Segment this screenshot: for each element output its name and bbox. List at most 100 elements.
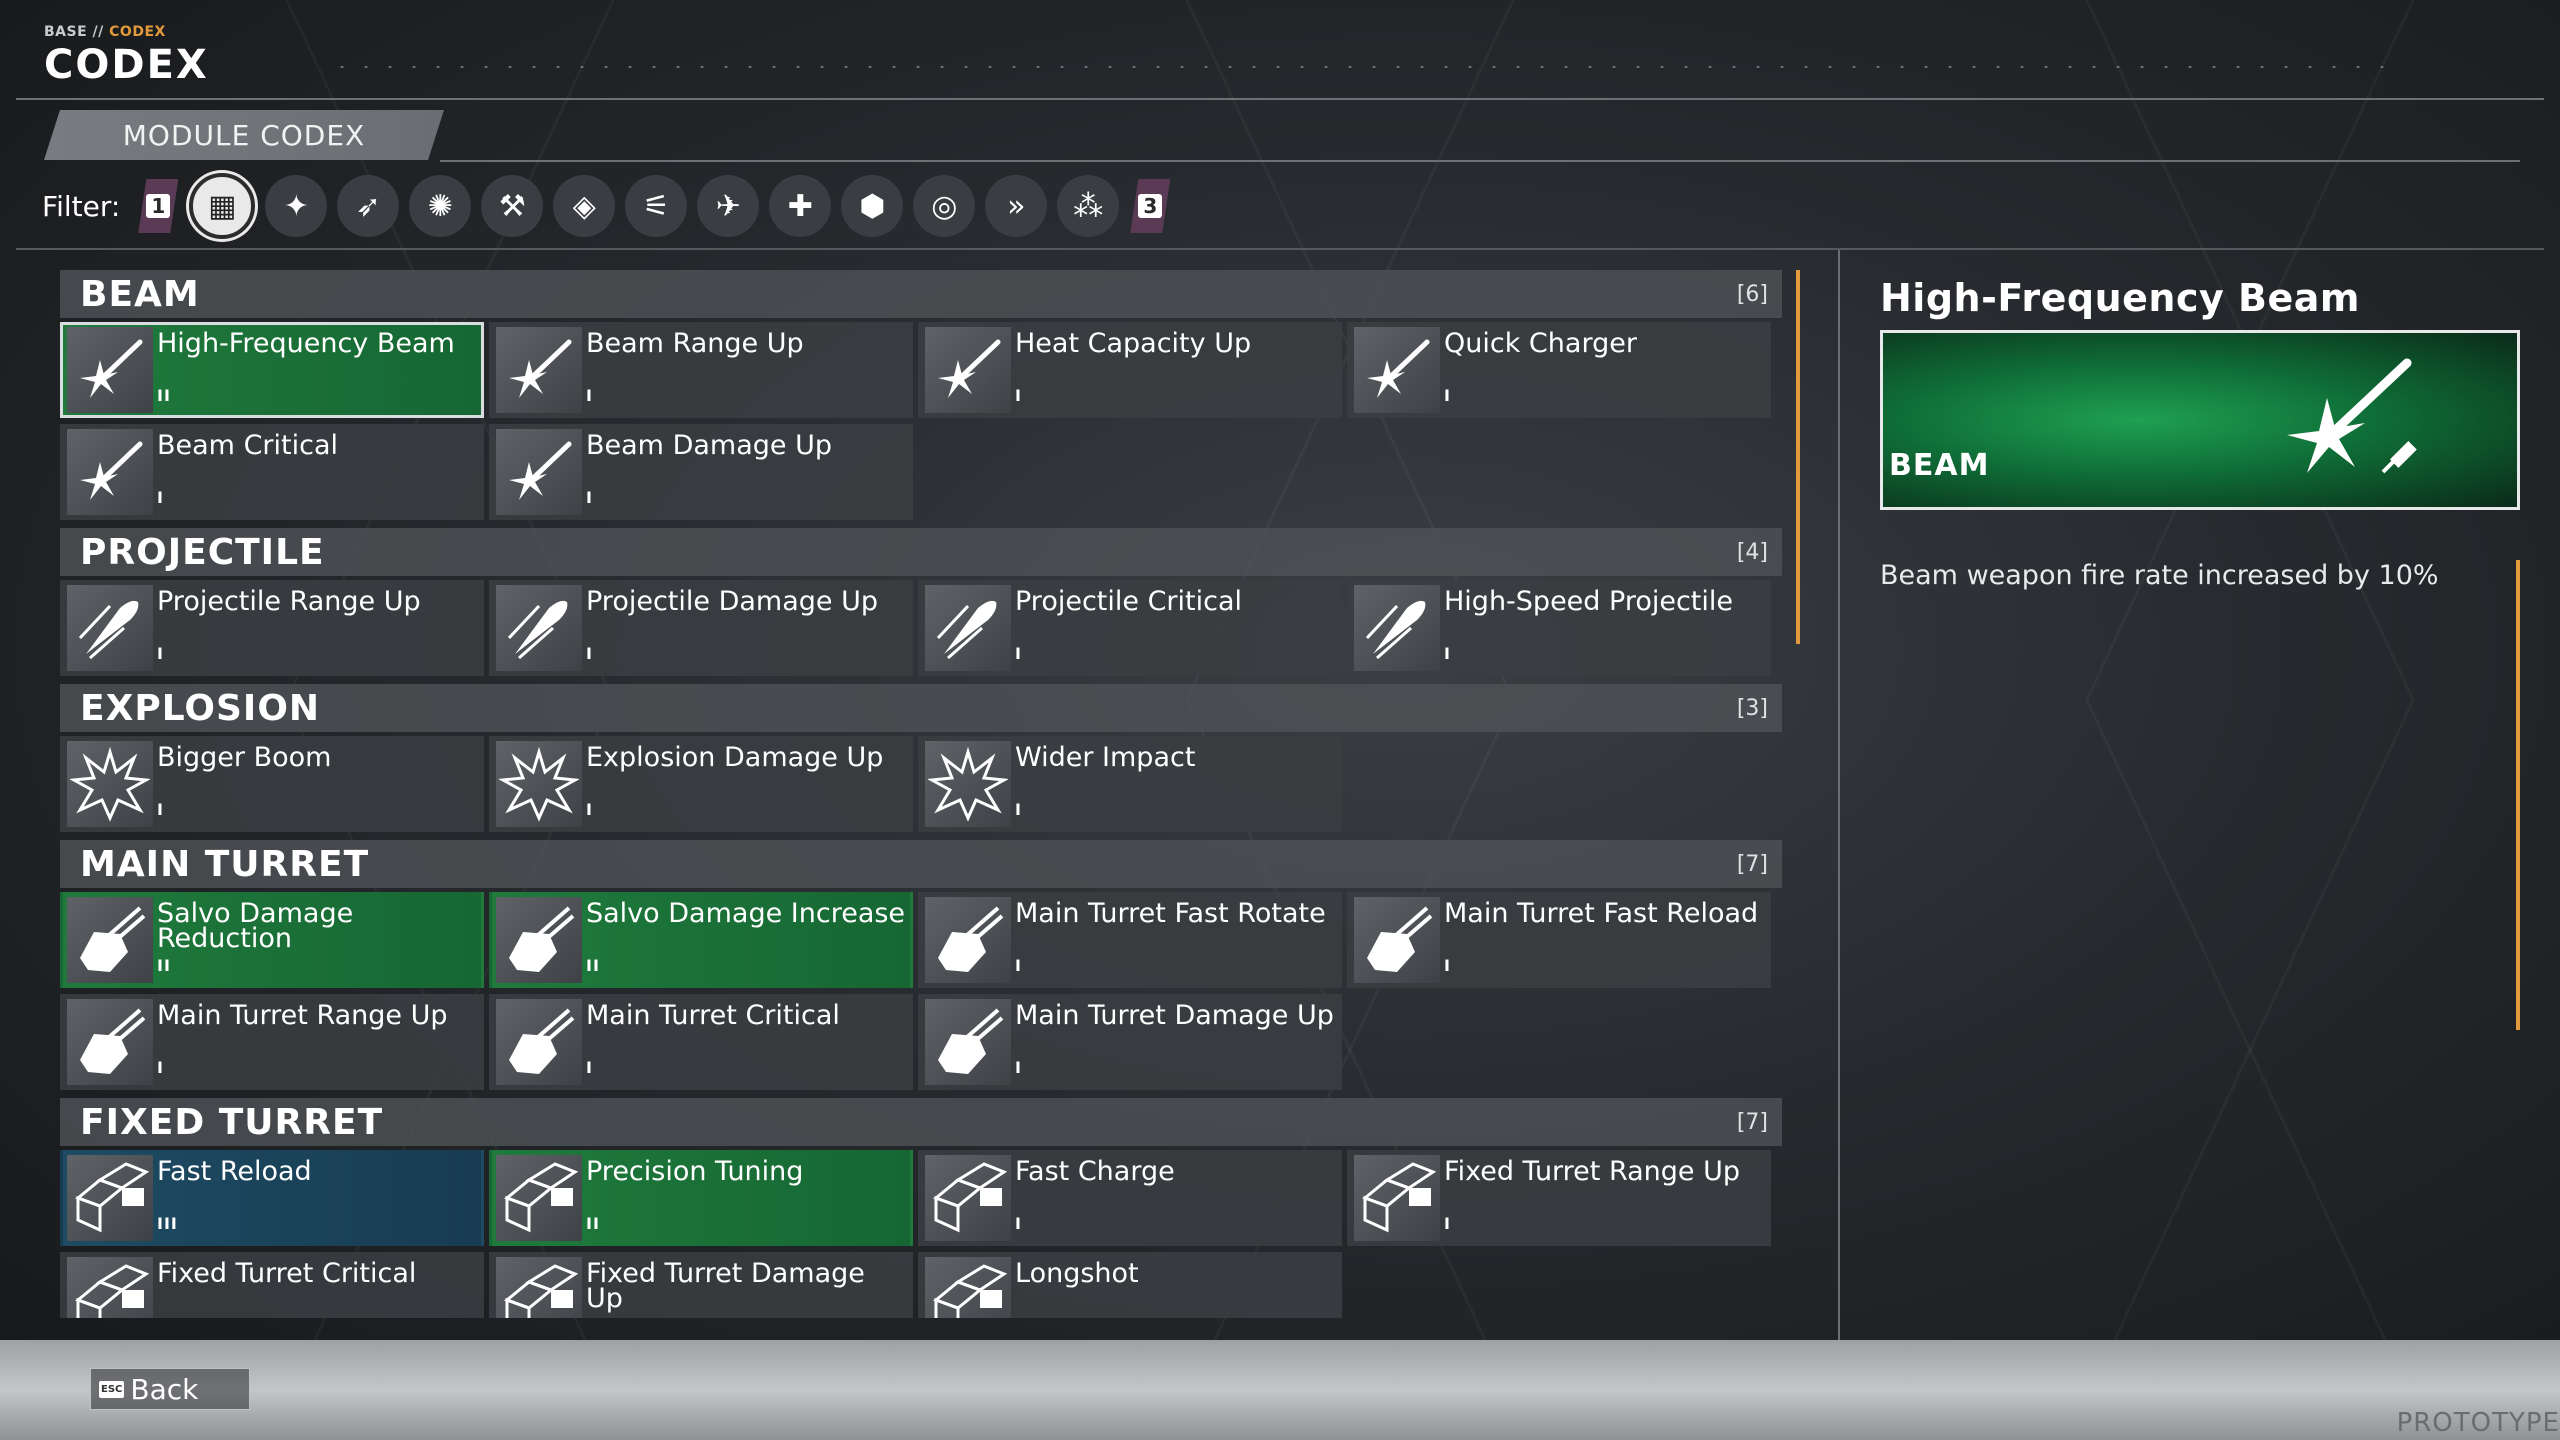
repair-icon: ✚ <box>787 188 813 224</box>
section-header-fixed-turret: FIXED TURRET[7] <box>60 1098 1782 1146</box>
filter-all-button[interactable]: ▦ <box>189 173 256 239</box>
section-header-main-turret: MAIN TURRET[7] <box>60 840 1782 888</box>
filter-missile-button[interactable]: ⚟ <box>625 175 688 237</box>
filter-projectile-button[interactable]: ➶ <box>337 175 400 237</box>
module-tier: II <box>157 956 171 975</box>
section-header-beam: BEAM[6] <box>60 270 1782 318</box>
projectile-icon: ➶ <box>355 188 381 224</box>
filter-utility-button[interactable]: ⁂ <box>1057 175 1120 237</box>
fixed-turret-icon <box>67 1155 153 1241</box>
filter-shield-button[interactable]: ⬢ <box>841 175 904 237</box>
beam-icon: ✦ <box>283 188 309 224</box>
filter-radar-button[interactable]: ◎ <box>913 175 976 237</box>
module-name: Fixed Turret Critical <box>157 1258 417 1289</box>
module-name: Main Turret Critical <box>586 1000 840 1031</box>
section-header-explosion: EXPLOSION[3] <box>60 684 1782 732</box>
module-card[interactable]: Longshot <box>918 1252 1342 1318</box>
explosion-icon <box>496 741 582 827</box>
filter-main-turret-button[interactable]: ⚒ <box>481 175 544 237</box>
filter-drone-button[interactable]: ✈ <box>697 175 760 237</box>
detail-scrollbar[interactable] <box>2516 560 2520 1030</box>
esc-key-icon: ESC <box>99 1380 125 1398</box>
module-card[interactable]: Fixed Turret Damage Up <box>489 1252 913 1318</box>
main-turret-icon <box>1354 897 1440 983</box>
fixed-turret-icon: ◈ <box>572 188 596 224</box>
tab-module-codex[interactable]: MODULE CODEX <box>44 110 444 160</box>
module-name: Wider Impact <box>1015 742 1196 773</box>
beam-icon <box>496 429 582 515</box>
module-tier: I <box>1015 800 1022 819</box>
module-name: Projectile Range Up <box>157 586 421 617</box>
module-card[interactable]: Fixed Turret Critical <box>60 1252 484 1318</box>
module-tier: I <box>586 1058 593 1077</box>
section-count: [7] <box>1736 1109 1768 1135</box>
fixed-turret-icon <box>496 1257 582 1318</box>
module-name: Fast Reload <box>157 1156 312 1187</box>
filter-beam-button[interactable]: ✦ <box>265 175 328 237</box>
module-name: Projectile Damage Up <box>586 586 878 617</box>
explosion-icon: ✺ <box>427 188 453 224</box>
fixed-turret-icon <box>925 1257 1011 1318</box>
module-tier: I <box>1015 1058 1022 1077</box>
main-turret-icon <box>67 897 153 983</box>
panel-divider <box>1838 250 1840 1340</box>
module-name: Beam Critical <box>157 430 338 461</box>
module-name: Fixed Turret Range Up <box>1444 1156 1741 1187</box>
module-name: High-Speed Projectile <box>1444 586 1734 617</box>
beam-icon <box>67 429 153 515</box>
section-count: [3] <box>1736 695 1768 721</box>
filter-repair-button[interactable]: ✚ <box>769 175 832 237</box>
fixed-turret-icon <box>496 1155 582 1241</box>
footer-bar <box>0 1340 2560 1440</box>
filter-label: Filter: <box>42 189 121 223</box>
tab-underline <box>440 160 2520 162</box>
all-icon: ▦ <box>208 188 237 224</box>
module-tier: I <box>586 386 593 405</box>
next-filter-key[interactable]: 3 <box>1130 179 1170 233</box>
shield-icon: ⬢ <box>859 188 886 224</box>
back-button[interactable]: ESC Back <box>90 1368 250 1410</box>
list-scrollbar[interactable] <box>1796 270 1800 644</box>
breadcrumb: BASE // CODEX <box>44 24 209 40</box>
filter-bar: Filter: 1 ▦ ✦ ➶ ✺ ⚒ ◈ ⚟✈ ✚ ⬢ ◎»⁂ 3 <box>42 170 1176 242</box>
filter-fixed-turret-button[interactable]: ◈ <box>553 175 616 237</box>
module-tier: I <box>157 800 164 819</box>
detail-banner: BEAM <box>1880 330 2520 510</box>
filter-speed-button[interactable]: » <box>985 175 1048 237</box>
module-tier: II <box>586 1214 600 1233</box>
explosion-icon <box>67 741 153 827</box>
module-tier: I <box>1444 644 1451 663</box>
beam-icon <box>67 327 153 413</box>
filter-explosion-button[interactable]: ✺ <box>409 175 472 237</box>
prev-filter-key[interactable]: 1 <box>138 179 178 233</box>
section-title: MAIN TURRET <box>80 843 370 885</box>
